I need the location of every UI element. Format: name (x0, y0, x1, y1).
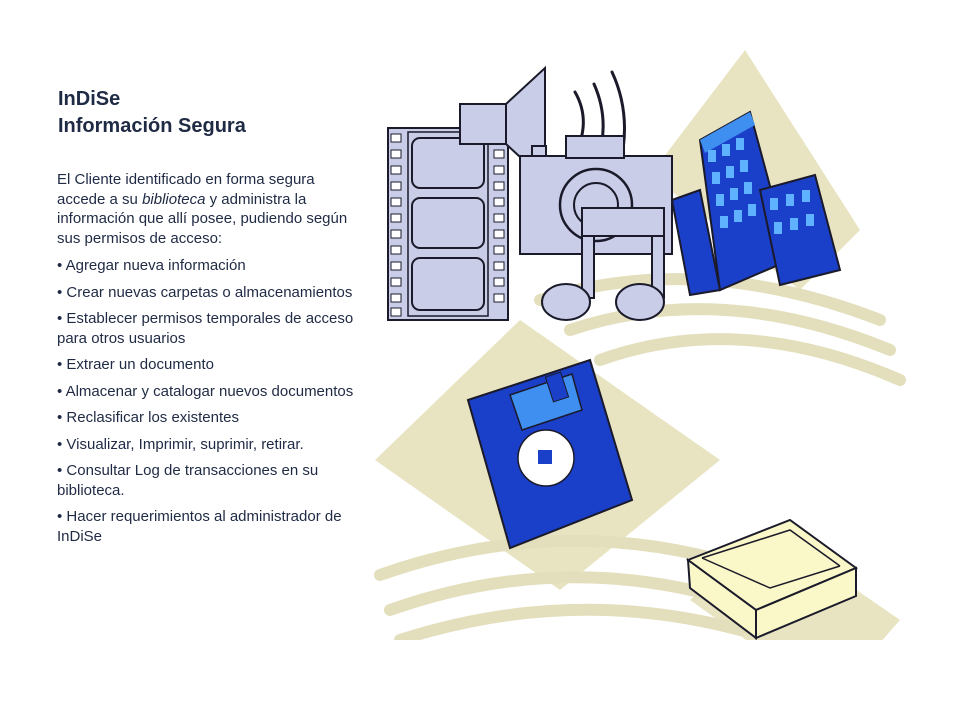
list-item: Establecer permisos temporales de acceso… (57, 309, 357, 348)
open-box-icon (685, 518, 859, 640)
title-line-2: Información Segura (58, 115, 246, 137)
floppy-disk-icon (466, 358, 634, 550)
bullet-list: Agregar nueva información Crear nuevas c… (57, 256, 357, 546)
clipart-illustration (374, 50, 906, 640)
list-item: Agregar nueva información (57, 256, 357, 276)
intro-emphasis: biblioteca (142, 190, 206, 208)
body-text: El Cliente identificado en forma segura … (57, 170, 357, 553)
list-item: Extraer un documento (57, 355, 357, 375)
intro-after: y administra la información que allí pos… (57, 190, 348, 247)
intro-before: El Cliente identificado en forma segura … (57, 171, 315, 208)
list-item: Visualizar, Imprimir, suprimir, retirar. (57, 435, 357, 455)
page-title: InDiSe Información Segura (58, 86, 358, 140)
list-item: Reclasificar los existentes (57, 408, 357, 428)
list-item: Consultar Log de transacciones en su bib… (57, 461, 357, 500)
film-strip-icon (387, 127, 509, 321)
building-icon (670, 110, 842, 297)
swoosh-lines (374, 273, 906, 640)
list-item: Crear nuevas carpetas o almacenamientos (57, 283, 357, 303)
music-note-icon (541, 207, 665, 321)
intro-paragraph: El Cliente identificado en forma segura … (57, 170, 357, 248)
title-line-1: InDiSe (58, 88, 121, 110)
list-item: Almacenar y catalogar nuevos documentos (57, 382, 357, 402)
list-item: Hacer requerimientos al administrador de… (57, 507, 357, 546)
